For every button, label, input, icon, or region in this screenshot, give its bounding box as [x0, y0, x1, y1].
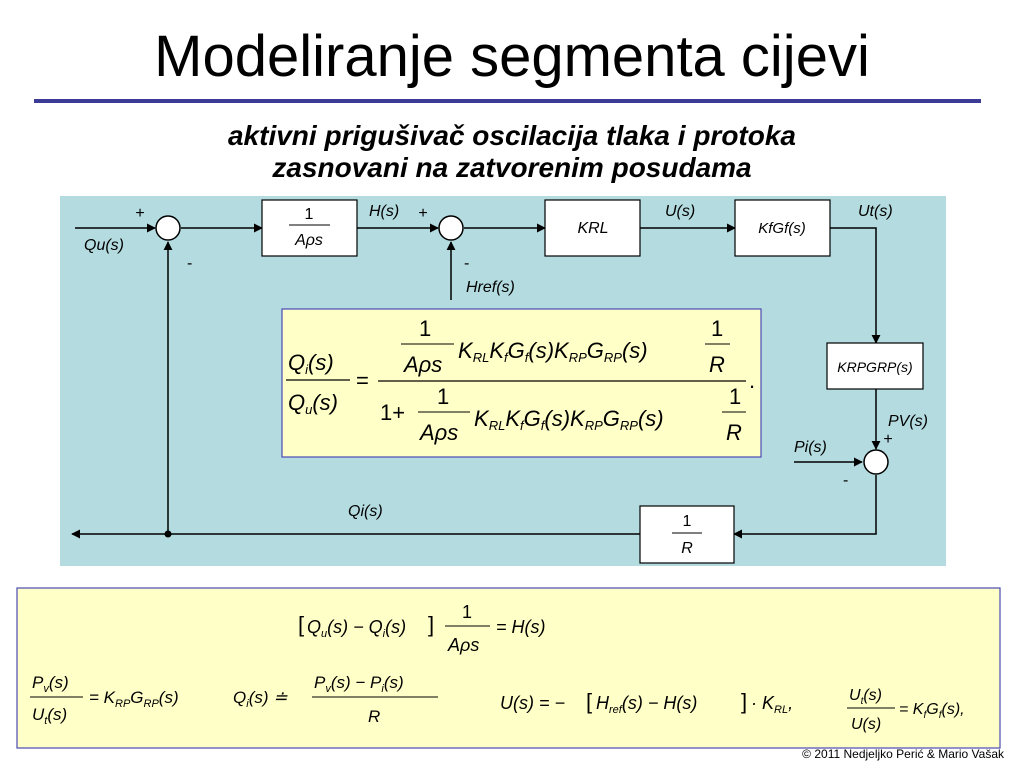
title-underline [34, 99, 981, 103]
krpgrp-block-label: KRPGRP(s) [837, 359, 912, 375]
h-signal-label: H(s) [369, 203, 399, 220]
svg-text:Qu(s) − Qi(s): Qu(s) − Qi(s) [307, 617, 406, 640]
equation-4: U(s) = − [ Href(s) − H(s) ] · KRL, [500, 689, 793, 716]
resistance-denominator: R [681, 540, 693, 557]
transfer-function-formula: Qi(s) Qu(s) = 1 Aρs KRLKfGf(s)KRPGRP(s) … [286, 316, 755, 445]
sum2-minus-sign: - [464, 255, 469, 272]
input-qu-label: Qu(s) [84, 237, 124, 254]
svg-text:1: 1 [729, 384, 741, 409]
svg-text:Qi(s) ≐: Qi(s) ≐ [233, 688, 288, 710]
svg-text:Aρs: Aρs [447, 635, 479, 655]
sum1-plus-sign: + [135, 205, 144, 222]
equations-box [16, 587, 1001, 749]
copyright-footer: © 2011 Nedjeljko Perić & Mario Vašak [802, 747, 1004, 761]
svg-text:R: R [709, 352, 725, 377]
svg-text:1: 1 [437, 384, 449, 409]
sum3-plus-sign: + [883, 431, 892, 448]
svg-text:Qi(s): Qi(s) [288, 350, 334, 377]
equation-5: Ut(s) U(s) = KfGf(s), [847, 687, 965, 733]
integrator-block: 1 Aρs [261, 199, 358, 257]
u-signal-label: U(s) [665, 203, 695, 220]
svg-text:Ut(s): Ut(s) [849, 687, 882, 707]
subtitle-line-2: zasnovani na zatvorenim posudama [272, 152, 752, 183]
slide-title: Modeliranje segmenta cijevi [154, 24, 870, 89]
kfgf-block: KfGf(s) [734, 199, 831, 257]
integrator-denominator: Aρs [294, 232, 323, 249]
krl-block-label: KRL [577, 220, 608, 237]
summing-junction-3 [863, 449, 889, 475]
svg-text:[: [ [298, 612, 304, 637]
svg-text:Pv(s): Pv(s) [32, 673, 69, 695]
svg-text:[: [ [586, 689, 592, 714]
svg-text:R: R [726, 420, 742, 445]
href-signal-label: Href(s) [466, 279, 515, 296]
svg-text:Ut(s): Ut(s) [32, 705, 67, 727]
svg-text:1: 1 [462, 602, 472, 622]
pv-signal-label: PV(s) [888, 413, 928, 430]
kfgf-block-label: KfGf(s) [758, 220, 806, 237]
summing-junction-2 [438, 215, 464, 241]
integrator-numerator: 1 [305, 206, 314, 223]
signal-lines [71, 223, 881, 539]
svg-text:Qu(s): Qu(s) [288, 390, 338, 417]
svg-text:=: = [356, 368, 369, 393]
branch-point [164, 530, 172, 538]
svg-text:.: . [749, 368, 755, 393]
svg-text:R: R [368, 707, 380, 726]
svg-text:Href(s) − H(s): Href(s) − H(s) [596, 693, 697, 716]
equation-1: [ Qu(s) − Qi(s) ] 1 Aρs = H(s) [298, 602, 546, 655]
sum3-minus-sign: - [843, 472, 848, 489]
subtitle-line-1: aktivni prigušivač oscilacija tlaka i pr… [227, 120, 796, 151]
svg-text:= KRPGRP(s): = KRPGRP(s) [89, 688, 179, 710]
transfer-function-box [281, 308, 762, 458]
svg-text:= H(s): = H(s) [496, 617, 546, 637]
pi-signal-label: Pi(s) [794, 439, 827, 456]
svg-text:]: ] [741, 689, 747, 714]
equation-2: Pv(s) Ut(s) = KRPGRP(s) [30, 673, 179, 727]
slide-subtitle: aktivni prigušivač oscilacija tlaka i pr… [0, 120, 1024, 184]
svg-text:= KfGf(s),: = KfGf(s), [899, 701, 965, 721]
resistance-block: 1 R [639, 505, 735, 564]
summing-junction-1 [155, 215, 181, 241]
svg-text:Aρs: Aρs [402, 352, 442, 377]
krpgrp-block: KRPGRP(s) [826, 342, 924, 390]
svg-text:U(s): U(s) [851, 716, 881, 733]
svg-text:Pv(s) − Pi(s): Pv(s) − Pi(s) [314, 673, 404, 695]
svg-text:Aρs: Aρs [418, 420, 458, 445]
svg-text:U(s) = −: U(s) = − [500, 693, 565, 713]
svg-text:KRLKfGf(s)KRPGRP(s): KRLKfGf(s)KRPGRP(s) [458, 338, 648, 365]
krl-block: KRL [544, 199, 641, 257]
resistance-numerator: 1 [683, 513, 692, 530]
svg-text:1: 1 [419, 316, 431, 341]
sum1-minus-sign: - [187, 255, 192, 272]
sum2-plus-sign: + [418, 205, 427, 222]
signal-labels: Qu(s) H(s) Href(s) U(s) Ut(s) PV(s) Pi(s… [84, 203, 928, 520]
svg-text:1+: 1+ [380, 400, 405, 425]
ut-signal-label: Ut(s) [858, 203, 893, 220]
svg-text:1: 1 [711, 316, 723, 341]
svg-text:]: ] [428, 612, 434, 637]
qi-signal-label: Qi(s) [348, 503, 383, 520]
